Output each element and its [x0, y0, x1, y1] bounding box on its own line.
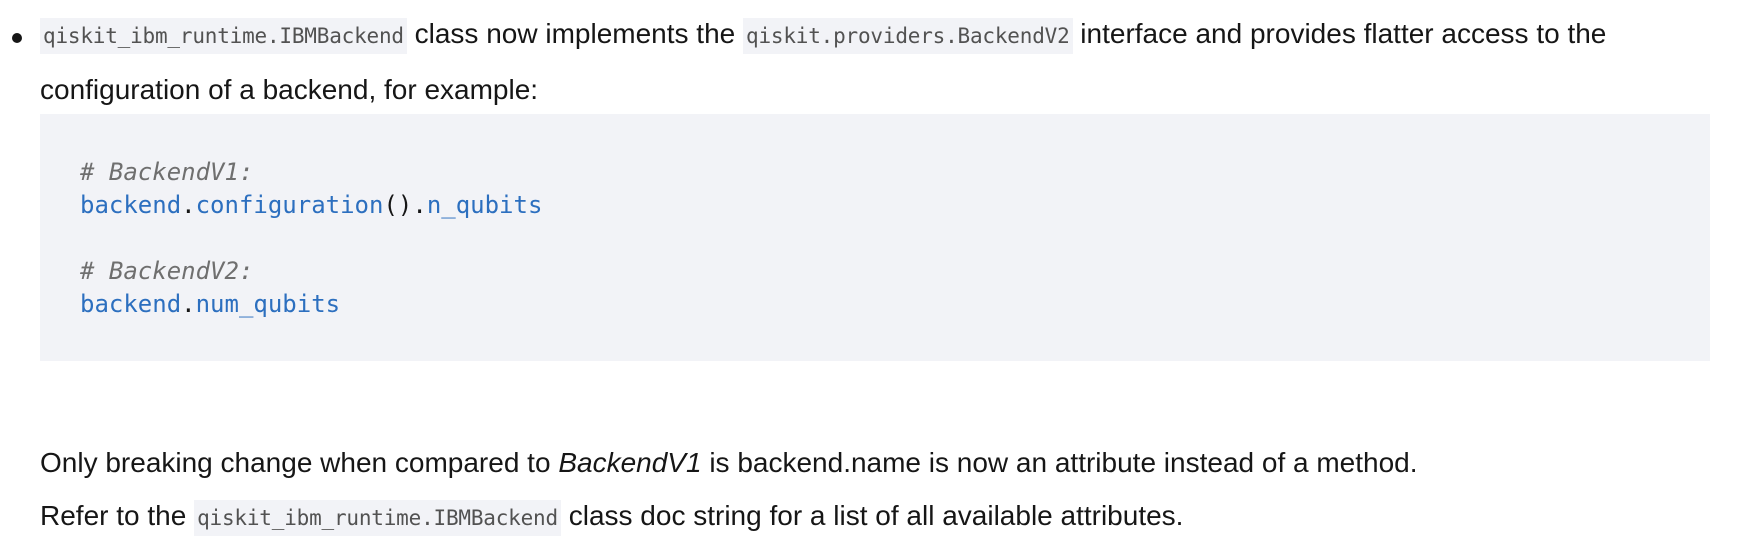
para1-emphasis: BackendV1 [558, 447, 702, 478]
code-token-attr: configuration [195, 191, 384, 219]
inline-code-backendv2: qiskit.providers.BackendV2 [743, 18, 1073, 54]
para1-text-2: is backend.name is now an attribute inst… [701, 447, 1418, 478]
para2-text-2: class doc string for a list of all avail… [560, 500, 1184, 531]
code-line-v2: backend.num_qubits [80, 288, 1670, 321]
para1-text-1: Only breaking change when compared to [40, 447, 559, 478]
code-token-obj: backend [80, 191, 182, 219]
bullet-text-2: interface and provides flatter access to… [40, 18, 1607, 105]
code-token-dot: . [181, 290, 196, 318]
code-comment: # BackendV2: [80, 257, 254, 285]
code-line-comment-v2: # BackendV2: [80, 255, 1670, 288]
code-blank-line [80, 222, 1670, 255]
bullet-list-item: qiskit_ibm_runtime.IBMBackend class now … [0, 7, 1748, 117]
code-token-attr: num_qubits [195, 290, 341, 318]
bullet-dot-icon [12, 33, 22, 43]
code-comment: # BackendV1: [80, 158, 254, 186]
code-token-attr: n_qubits [426, 191, 543, 219]
code-token-obj: backend [80, 290, 182, 318]
inline-code-ibmbackend: qiskit_ibm_runtime.IBMBackend [194, 500, 561, 536]
code-token-dot: . [412, 191, 427, 219]
inline-code-ibmbackend: qiskit_ibm_runtime.IBMBackend [40, 18, 407, 54]
release-note-content: qiskit_ibm_runtime.IBMBackend class now … [0, 0, 1748, 536]
paragraph-breaking-change: Only breaking change when compared to Ba… [40, 443, 1418, 483]
code-token-call: () [383, 191, 413, 219]
code-line-comment-v1: # BackendV1: [80, 156, 1670, 189]
paragraph-refer-docstring: Refer to the qiskit_ibm_runtime.IBMBacke… [40, 496, 1183, 538]
bullet-text-1: class now implements the [406, 18, 743, 49]
code-block: # BackendV1: backend.configuration().n_q… [40, 114, 1710, 361]
code-line-v1: backend.configuration().n_qubits [80, 189, 1670, 222]
code-token-dot: . [181, 191, 196, 219]
para2-text-1: Refer to the [40, 500, 195, 531]
